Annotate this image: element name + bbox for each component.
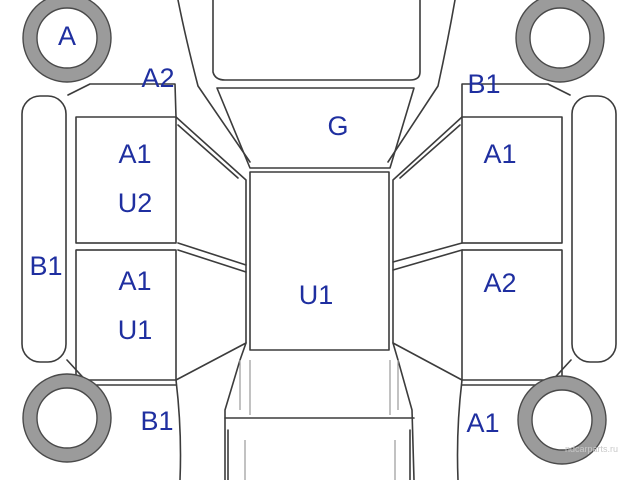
- label-rear-right-fender: A1: [466, 408, 499, 438]
- label-front-left-fender: A2: [141, 63, 174, 93]
- pillar-lines: [175, 116, 463, 481]
- watermark-text: ndcarparts.ru: [565, 444, 618, 454]
- rear-right-wheel: [517, 375, 607, 465]
- right-side: [461, 83, 617, 386]
- label-hood: G: [327, 111, 348, 141]
- hood-panel: [177, 0, 456, 169]
- label-rear-left-fender: B1: [140, 406, 173, 436]
- roof-panel: [249, 171, 390, 351]
- label-front-left-door-bottom: U2: [118, 188, 153, 218]
- rear-left-wheel: [22, 373, 112, 463]
- front-left-wheel: [22, 0, 112, 83]
- label-front-left-door-top: A1: [118, 139, 151, 169]
- label-rear-right-door: A2: [483, 268, 516, 298]
- label-rear-left-door-bottom: U1: [118, 315, 153, 345]
- label-front-right-door: A1: [483, 139, 516, 169]
- label-rear-left-door-top: A1: [118, 266, 151, 296]
- left-side: [21, 83, 177, 386]
- label-left-sill: B1: [29, 251, 62, 281]
- label-front-right-fender: B1: [467, 69, 500, 99]
- rear-section: [175, 360, 463, 481]
- label-roof: U1: [299, 280, 334, 310]
- front-right-wheel: [515, 0, 605, 83]
- label-front-left-wheel: A: [58, 21, 76, 51]
